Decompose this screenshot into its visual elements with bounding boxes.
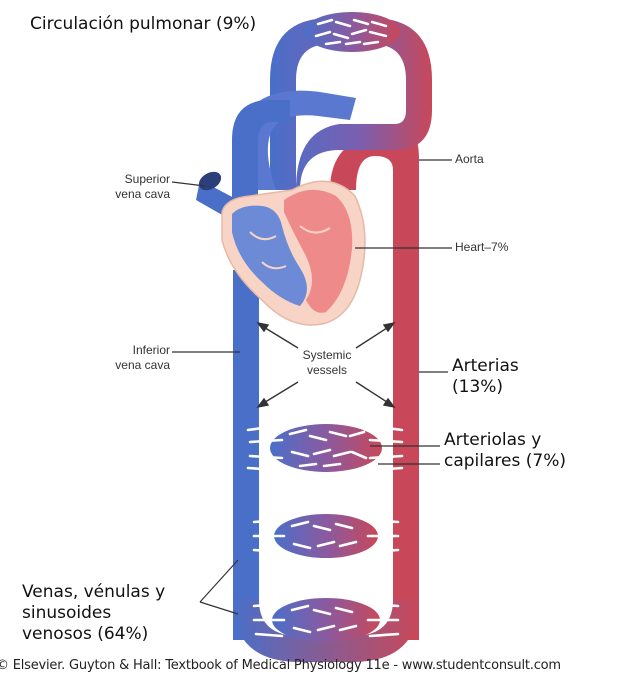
aorta-column [393,190,419,640]
heart-label: Heart–7% [455,240,508,255]
veins-line-1: Venas, vénulas y [22,582,165,603]
systemic-vessels-line-2: vessels [290,363,364,378]
inferior-vena-cava-line-2: vena cava [96,358,170,373]
superior-vena-cava-line-1: Superior [96,172,170,187]
vena-cava-column [233,270,259,640]
systemic-vessels-line-1: Systemic [290,348,364,363]
leader-veins [200,560,238,602]
veins-line-2: sinusoides [22,603,165,624]
arterioles-capillaries-label: Arteriolas y capilares (7%) [444,430,566,472]
systemic-capillary-bed-1 [248,424,402,472]
systemic-vessels-label: Systemic vessels [290,348,364,378]
gap-box-1 [259,470,393,520]
aorta-label: Aorta [455,152,484,167]
pulmonary-capillary-bed [304,12,400,52]
veins-label: Venas, vénulas y sinusoides venosos (64%… [22,582,165,645]
superior-vena-cava-line-2: vena cava [96,187,170,202]
gap-box-2 [259,555,393,600]
systemic-capillary-bed-3 [254,598,398,642]
copyright-credit: © Elsevier. Guyton & Hall: Textbook of M… [0,658,561,673]
arteries-label: Arterias (13%) [452,356,519,398]
arteries-line-2: (13%) [452,377,519,398]
inferior-vena-cava-line-1: Inferior [96,343,170,358]
arterioles-line-1: Arteriolas y [444,430,566,451]
veins-line-3: venosos (64%) [22,624,165,645]
arteries-line-1: Arterias [452,356,519,377]
pulmonary-circulation-label: Circulación pulmonar (9%) [30,14,256,35]
inferior-vena-cava-label: Inferior vena cava [96,343,170,373]
arterioles-line-2: capilares (7%) [444,451,566,472]
systemic-capillary-bed-2 [254,514,398,558]
superior-vena-cava-label: Superior vena cava [96,172,170,202]
